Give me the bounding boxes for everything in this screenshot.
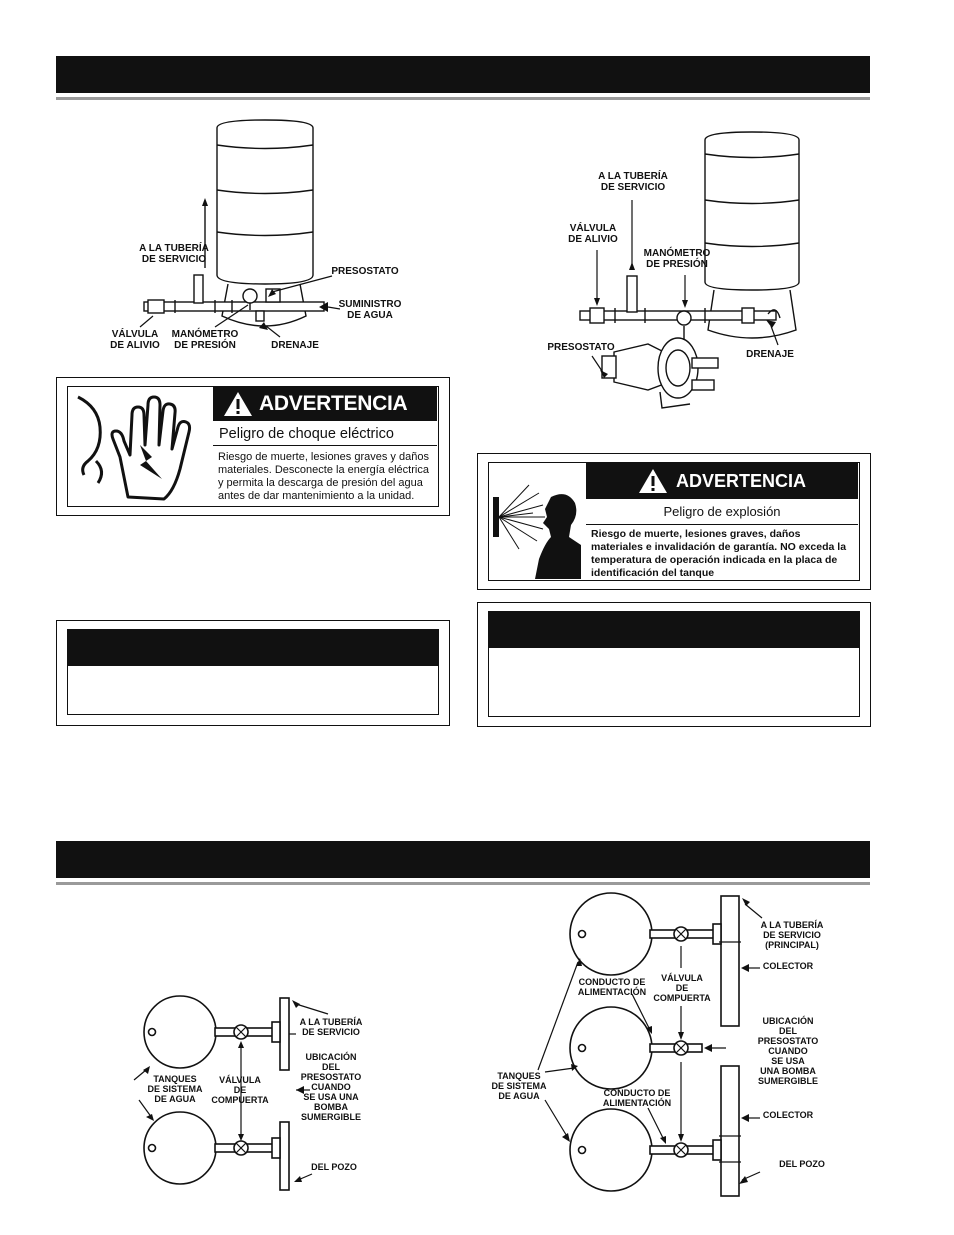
warning-explosion-title: ADVERTENCIA	[675, 470, 806, 491]
warning-explosion-body: Riesgo de muerte, lesiones graves, daños…	[591, 528, 847, 579]
fig4-from-well-label: DEL POZO	[779, 1159, 825, 1169]
warning-shock-subtitle: Peligro de choque eléctrico	[219, 426, 394, 442]
warning-explosion-subtitle: Peligro de explosión	[663, 504, 781, 519]
warning-explosion-title-band: ADVERTENCIA	[586, 463, 858, 499]
fig4-manifold-bottom-label: COLECTOR	[762, 1110, 814, 1120]
explosion-hazard-icon	[493, 484, 581, 579]
warning-shock-divider	[213, 445, 437, 446]
warning-explosion-panel: ADVERTENCIA Peligro de explosión Riesgo …	[477, 453, 871, 590]
fig1-drain-label: DRENAJE	[271, 340, 319, 351]
fig2-drain-label: DRENAJE	[746, 349, 794, 360]
notice-box-left-header	[68, 630, 438, 666]
warning-explosion-frame	[488, 462, 860, 581]
warning-shock-title-band: ADVERTENCIA	[213, 387, 437, 421]
warning-shock-panel: ADVERTENCIA Peligro de choque eléctrico …	[56, 377, 450, 516]
notice-box-right-frame	[488, 611, 860, 717]
notice-box-left-frame	[67, 629, 439, 715]
fig2-pressure-switch-label: PRESOSTATO	[547, 342, 615, 353]
notice-box-right	[477, 602, 871, 727]
fig4-manifold-top-label: COLECTOR	[762, 961, 814, 971]
section-header-bar-top	[56, 56, 870, 93]
shock-hazard-icon	[77, 395, 192, 501]
warning-shock-frame	[67, 386, 439, 507]
section-header-bar-bottom	[56, 841, 870, 878]
warning-explosion-divider	[586, 524, 858, 525]
section-rule-bottom	[56, 882, 870, 885]
section-rule-top	[56, 97, 870, 100]
warning-triangle-icon	[638, 469, 667, 493]
fig3-from-well-label: DEL POZO	[311, 1162, 357, 1172]
warning-shock-title: ADVERTENCIA	[259, 392, 408, 415]
notice-box-right-header	[489, 612, 859, 648]
warning-triangle-icon	[224, 392, 252, 416]
fig1-pressure-switch-label: PRESOSTATO	[331, 266, 399, 277]
notice-box-left	[56, 620, 450, 726]
warning-shock-body: Riesgo de muerte, lesiones graves y daño…	[218, 451, 429, 502]
